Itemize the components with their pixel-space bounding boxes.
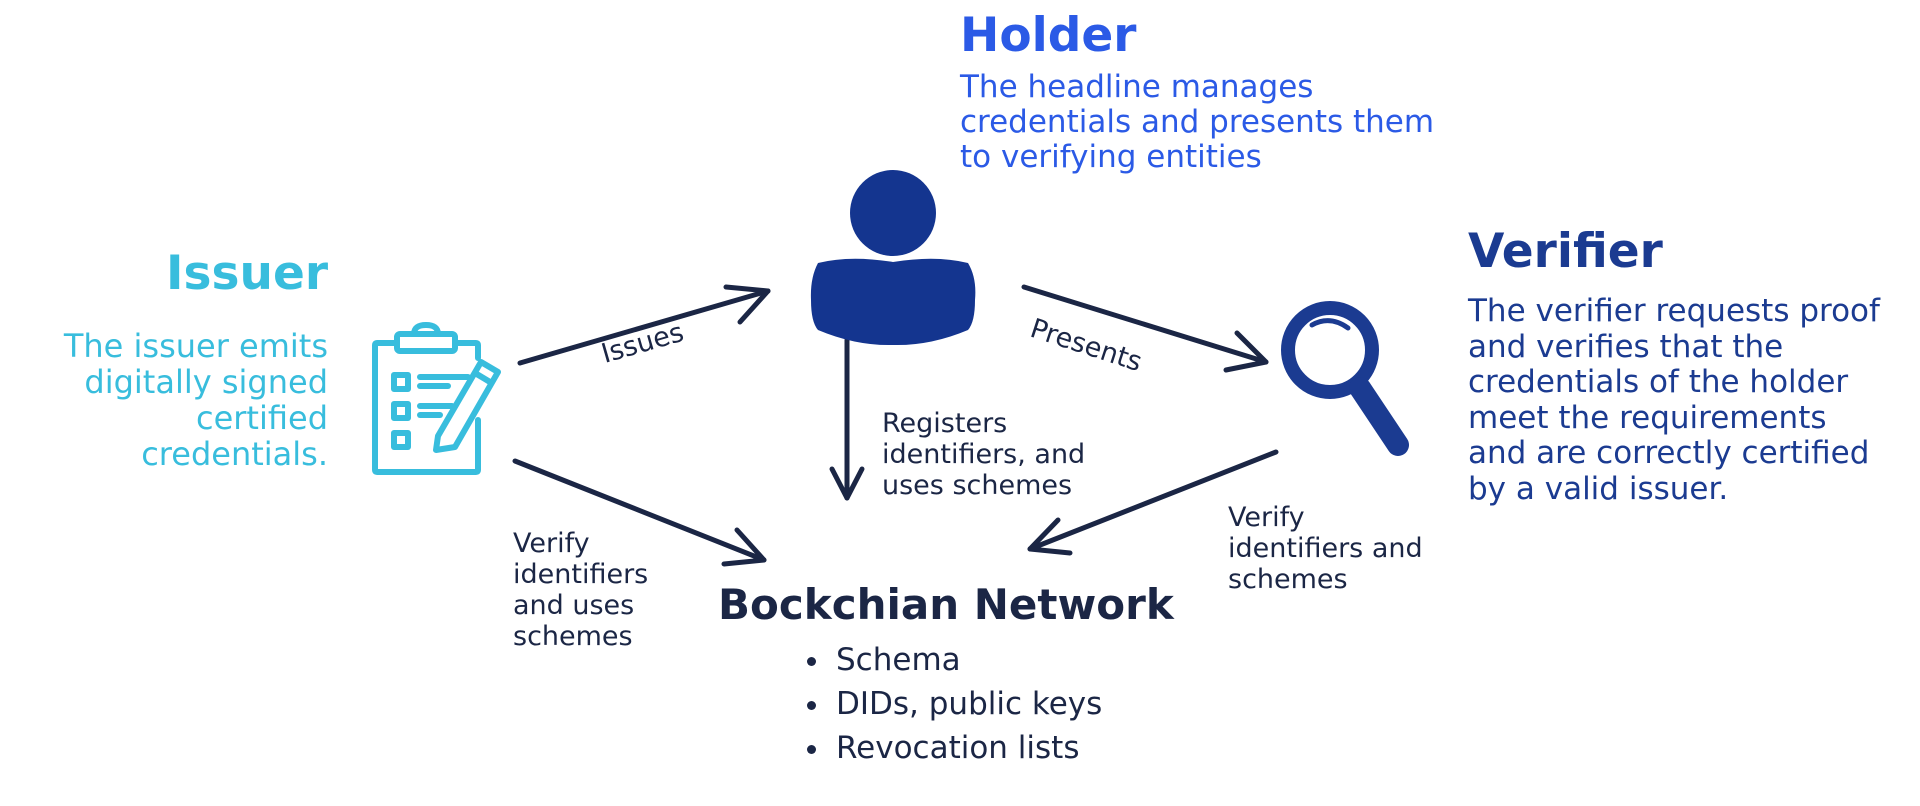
network-item: Revocation lists	[832, 726, 1102, 770]
arrows	[512, 284, 1279, 567]
registers-label: Registers identifiers, and uses schemes	[882, 408, 1086, 501]
person-icon	[810, 170, 976, 346]
clipboard-checklist-icon	[372, 322, 501, 475]
holder-title: Holder	[960, 8, 1137, 63]
network-item: DIDs, public keys	[832, 682, 1102, 726]
arrow-issues	[517, 284, 771, 366]
network-items: Schema DIDs, public keys Revocation list…	[800, 638, 1102, 770]
network-title: Bockchian Network	[718, 580, 1174, 629]
verifier-verify-label: Verify identifiers and schemes	[1228, 502, 1423, 595]
issuer-verify-label: Verify identifiers and uses schemes	[513, 528, 649, 652]
issuer-title: Issuer	[166, 246, 328, 301]
arrow-registers	[829, 337, 865, 501]
arrow-presents	[1021, 284, 1269, 373]
magnifying-glass-icon	[1281, 301, 1409, 456]
arrow-issuer-verify	[512, 458, 767, 567]
verifier-title: Verifier	[1468, 224, 1663, 279]
verifier-description: The verifier requests proof and verifies…	[1468, 293, 1880, 507]
arrow-verifier-verify	[1027, 449, 1279, 556]
issuer-description: The issuer emits digitally signed certif…	[63, 327, 328, 473]
holder-description: The headline manages credentials and pre…	[960, 69, 1435, 175]
network-item: Schema	[832, 638, 1102, 682]
